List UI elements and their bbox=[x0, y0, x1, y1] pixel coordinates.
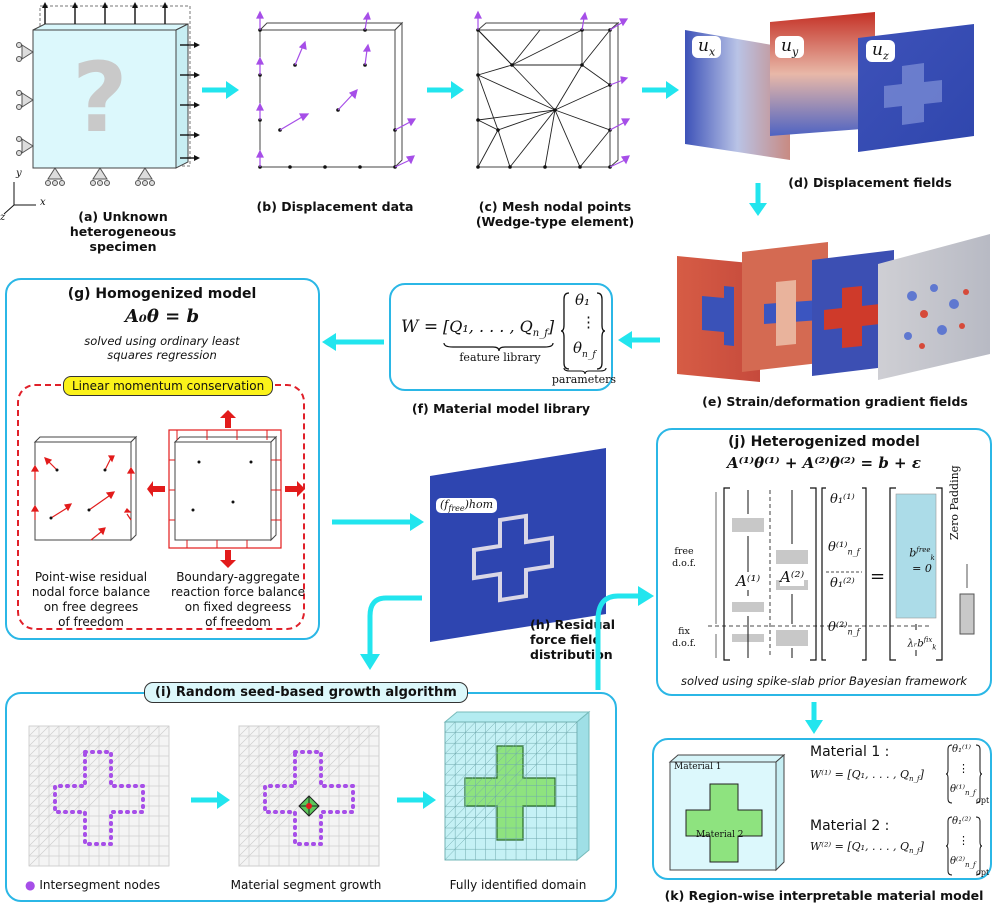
purple-dot-icon: ● bbox=[25, 878, 36, 892]
flow-arrow-e-f bbox=[618, 331, 660, 349]
grid-intersegment bbox=[28, 725, 170, 867]
feature-list: [Q₁, . . . , Qn_f] bbox=[443, 317, 555, 340]
material1-label: Material 1 : bbox=[810, 744, 890, 760]
heterogenized-method: solved using spike-slab prior Bayesian f… bbox=[681, 674, 967, 688]
material2-inner-label: Material 2 bbox=[696, 830, 744, 840]
material1-opt: opt bbox=[976, 796, 990, 805]
caption-b: (b) Displacement data bbox=[256, 199, 414, 214]
flow-arrow-a-b bbox=[202, 81, 239, 99]
homogenized-equation: A₀θ = b bbox=[124, 306, 200, 327]
homogenized-title: (g) Homogenized model bbox=[67, 286, 257, 302]
growth-title: (i) Random seed-based growth algorithm bbox=[144, 682, 468, 703]
free-dof-label: free d.o.f. bbox=[672, 546, 696, 569]
matrix-A2: A⁽²⁾ bbox=[780, 568, 805, 586]
axis-x-label: x bbox=[40, 197, 46, 208]
equals-sign: = bbox=[870, 566, 886, 587]
heterogenized-title: (j) Heterogenized model bbox=[728, 434, 920, 450]
axis-z-label: z bbox=[0, 212, 6, 223]
caption-c: (c) Mesh nodal points (Wedge-type elemen… bbox=[475, 199, 635, 229]
material2-label: Material 2 : bbox=[810, 818, 890, 834]
feature-underbrace bbox=[443, 342, 554, 352]
theta-1-nf: θ⁽¹⁾n_f bbox=[828, 540, 860, 557]
flow-arrow-c-d bbox=[642, 81, 679, 99]
b-fix: λᵣbfixk bbox=[907, 636, 937, 652]
flow-arrow-d-e bbox=[749, 183, 767, 216]
flow-arrow-i-j bbox=[595, 586, 654, 690]
grid-growth bbox=[238, 725, 380, 867]
flow-arrow-grid-1 bbox=[191, 791, 230, 809]
parameters-underbrace bbox=[563, 367, 607, 375]
flow-arrow-grid-2 bbox=[397, 791, 436, 809]
caption-e: (e) Strain/deformation gradient fields bbox=[702, 394, 968, 409]
label-uz: uz bbox=[866, 40, 895, 63]
material1-w: W⁽¹⁾ = [Q₁, . . . , Qn_f] bbox=[810, 768, 924, 784]
material2-brace bbox=[945, 816, 983, 876]
flow-arrow-g-h bbox=[332, 513, 424, 531]
specimen-diagram bbox=[3, 2, 200, 215]
theta-brace bbox=[560, 292, 606, 370]
residual-force-diagram bbox=[430, 448, 606, 642]
label-growth: Material segment growth bbox=[230, 878, 382, 892]
material-library-box: W = [Q₁, . . . , Qn_f] feature library θ… bbox=[389, 283, 616, 391]
question-mark: ? bbox=[72, 42, 128, 154]
material1-brace bbox=[945, 744, 983, 804]
theta-1-1: θ₁⁽¹⁾ bbox=[830, 492, 855, 507]
label-uy: uy bbox=[775, 36, 805, 59]
boundary-balance-diagram bbox=[147, 410, 305, 568]
theta-dots: ⋮ bbox=[581, 313, 596, 331]
zero-padding-label: Zero Padding bbox=[948, 465, 961, 540]
material2-w: W⁽²⁾ = [Q₁, . . . , Qn_f] bbox=[810, 840, 924, 856]
caption-a: (a) Unknown heterogeneous specimen bbox=[69, 209, 177, 254]
homogenized-method: solved using ordinary least squares regr… bbox=[84, 334, 240, 362]
boundary-desc: Boundary-aggregate reaction force balanc… bbox=[170, 570, 306, 629]
residual-label: (ffree)hom bbox=[436, 498, 498, 514]
parameters-label: parameters bbox=[551, 373, 617, 386]
caption-f: (f) Material model library bbox=[411, 401, 591, 416]
material1-vdots: ⋮ bbox=[958, 762, 969, 775]
displacement-fields-diagram bbox=[685, 12, 974, 160]
two-material-diagram bbox=[668, 753, 786, 872]
grid-identified bbox=[443, 710, 591, 862]
matrix-system-diagram bbox=[708, 487, 975, 661]
caption-d: (d) Displacement fields bbox=[788, 175, 952, 190]
flow-arrow-j-k bbox=[805, 702, 823, 734]
material1-inner-label: Material 1 bbox=[674, 762, 722, 772]
material2-opt: opt bbox=[976, 868, 990, 877]
theta-2-nf: θ⁽²⁾n_f bbox=[828, 620, 860, 637]
fix-dof-label: fix d.o.f. bbox=[672, 626, 696, 649]
legend-intersegment: ● Intersegment nodes bbox=[25, 878, 161, 892]
pointwise-desc: Point-wise residual nodal force balance … bbox=[31, 570, 151, 629]
material2-theta-bot: θ⁽²⁾n_f bbox=[950, 856, 976, 869]
theta-1: θ₁ bbox=[575, 291, 591, 309]
growth-algorithm-box: ● Intersegment nodes Material segment gr… bbox=[5, 692, 617, 902]
label-ux: ux bbox=[692, 36, 722, 59]
matrix-A1: A⁽¹⁾ bbox=[736, 572, 761, 590]
theta-nf: θn_f bbox=[573, 339, 596, 360]
homogenized-model-box: (g) Homogenized model A₀θ = b solved usi… bbox=[5, 278, 320, 640]
library-lhs: W = bbox=[401, 317, 439, 337]
flow-arrow-f-g bbox=[322, 333, 384, 351]
heterogenized-equation: A⁽¹⁾θ⁽¹⁾ + A⁽²⁾θ⁽²⁾ = b + ε bbox=[727, 454, 921, 472]
b-free: bfreek= 0 bbox=[909, 546, 935, 575]
material1-theta-top: θ₁⁽¹⁾ bbox=[952, 744, 971, 755]
strain-fields-diagram bbox=[677, 234, 990, 382]
axis-y-label: y bbox=[16, 168, 22, 179]
mesh-diagram bbox=[474, 10, 631, 169]
caption-k: (k) Region-wise interpretable material m… bbox=[664, 888, 984, 903]
material1-theta-bot: θ⁽¹⁾n_f bbox=[950, 784, 976, 797]
label-identified: Fully identified domain bbox=[449, 878, 587, 892]
heterogenized-model-box: (j) Heterogenized model A⁽¹⁾θ⁽¹⁾ + A⁽²⁾θ… bbox=[656, 428, 992, 696]
flow-arrow-h-i bbox=[360, 595, 422, 670]
material2-vdots: ⋮ bbox=[958, 834, 969, 847]
displacement-data-diagram bbox=[256, 10, 417, 169]
pointwise-balance-diagram bbox=[30, 435, 138, 542]
flow-arrow-b-c bbox=[427, 81, 464, 99]
conservation-label: Linear momentum conservation bbox=[63, 376, 274, 396]
material2-theta-top: θ₁⁽²⁾ bbox=[952, 816, 971, 827]
feature-library-label: feature library bbox=[459, 351, 541, 364]
interpretable-model-box: Material 1 Material 2 Material 1 : W⁽¹⁾ … bbox=[652, 738, 992, 880]
theta-2-1: θ₁⁽²⁾ bbox=[830, 576, 855, 591]
